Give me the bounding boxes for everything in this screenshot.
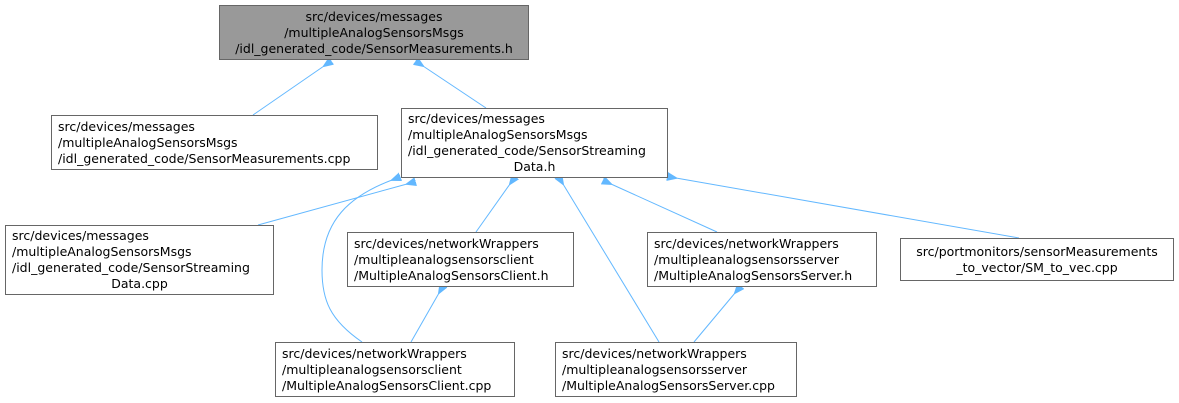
node-multiple-analog-sensors-client-cpp[interactable]: src/devices/networkWrappers /multipleana… xyxy=(275,342,515,397)
edge-sm_to_vec-to-stream_h xyxy=(676,178,1020,239)
node-line: Data.h xyxy=(513,159,556,174)
edge-client_h-to-stream_h xyxy=(475,184,510,233)
node-line: /multipleanalogsensorsclient xyxy=(282,361,462,377)
node-line: /multipleanalogsensorsserver xyxy=(562,361,748,377)
node-line: Data.cpp xyxy=(111,276,168,291)
node-line: src/devices/networkWrappers xyxy=(282,345,467,361)
node-line: src/devices/messages xyxy=(12,228,149,243)
node-line: /multipleAnalogSensorsMsgs xyxy=(12,244,192,259)
node-line: src/devices/messages xyxy=(305,8,443,24)
node-line: /MultipleAnalogSensorsClient.h xyxy=(354,267,549,283)
node-line: src/portmonitors/sensorMeasurements xyxy=(916,243,1158,259)
node-line: src/devices/messages xyxy=(58,118,195,134)
node-line: /MultipleAnalogSensorsClient.cpp xyxy=(282,377,492,393)
edge-stream_cpp-to-stream_h xyxy=(257,184,407,226)
node-root-sensor-measurements-h[interactable]: src/devices/messages /multipleAnalogSens… xyxy=(219,5,529,60)
node-line: /multipleanalogsensorsserver xyxy=(654,251,840,267)
node-multiple-analog-sensors-client-h[interactable]: src/devices/networkWrappers /multipleana… xyxy=(347,232,574,287)
node-line: /idl_generated_code/SensorStreaming xyxy=(408,143,646,158)
node-line: /idl_generated_code/SensorStreaming xyxy=(12,260,250,275)
edge-server_cpp-to-stream_h xyxy=(563,184,660,343)
edge-server_cpp-to-server_h xyxy=(693,293,735,343)
node-line: /multipleAnalogSensorsMsgs xyxy=(284,24,464,40)
edge-server_h-to-stream_h xyxy=(611,184,718,233)
node-line: /idl_generated_code/SensorMeasurements.c… xyxy=(58,150,351,166)
node-sensor-streaming-data-h[interactable]: src/devices/messages /multipleAnalogSens… xyxy=(401,108,668,178)
edge-meas_cpp-to-root xyxy=(252,66,324,116)
node-line: src/devices/messages xyxy=(408,111,545,126)
edges-layer xyxy=(252,66,1020,343)
node-line: /MultipleAnalogSensorsServer.h xyxy=(654,267,853,283)
node-sm-to-vec-cpp[interactable]: src/portmonitors/sensorMeasurements _to_… xyxy=(900,238,1174,281)
node-line: /multipleAnalogSensorsMsgs xyxy=(408,127,588,142)
node-sensor-streaming-data-cpp[interactable]: src/devices/messages /multipleAnalogSens… xyxy=(5,225,274,295)
node-sensor-measurements-cpp[interactable]: src/devices/messages /multipleAnalogSens… xyxy=(51,115,378,170)
edge-stream_h-to-root xyxy=(423,66,487,109)
edge-client_cpp-to-client_h xyxy=(410,293,439,343)
node-line: /MultipleAnalogSensorsServer.cpp xyxy=(562,377,775,393)
edge-client_cpp-to-stream_h xyxy=(321,180,392,343)
node-line: /multipleanalogsensorsclient xyxy=(354,251,534,267)
node-line: /idl_generated_code/SensorMeasurements.h xyxy=(235,40,513,56)
node-multiple-analog-sensors-server-h[interactable]: src/devices/networkWrappers /multipleana… xyxy=(647,232,877,287)
node-line: /multipleAnalogSensorsMsgs xyxy=(58,134,238,150)
node-line: src/devices/networkWrappers xyxy=(354,235,539,251)
node-line: src/devices/networkWrappers xyxy=(562,345,747,361)
node-line: _to_vector/SM_to_vec.cpp xyxy=(956,259,1118,275)
node-line: src/devices/networkWrappers xyxy=(654,235,839,251)
node-multiple-analog-sensors-server-cpp[interactable]: src/devices/networkWrappers /multipleana… xyxy=(555,342,797,397)
